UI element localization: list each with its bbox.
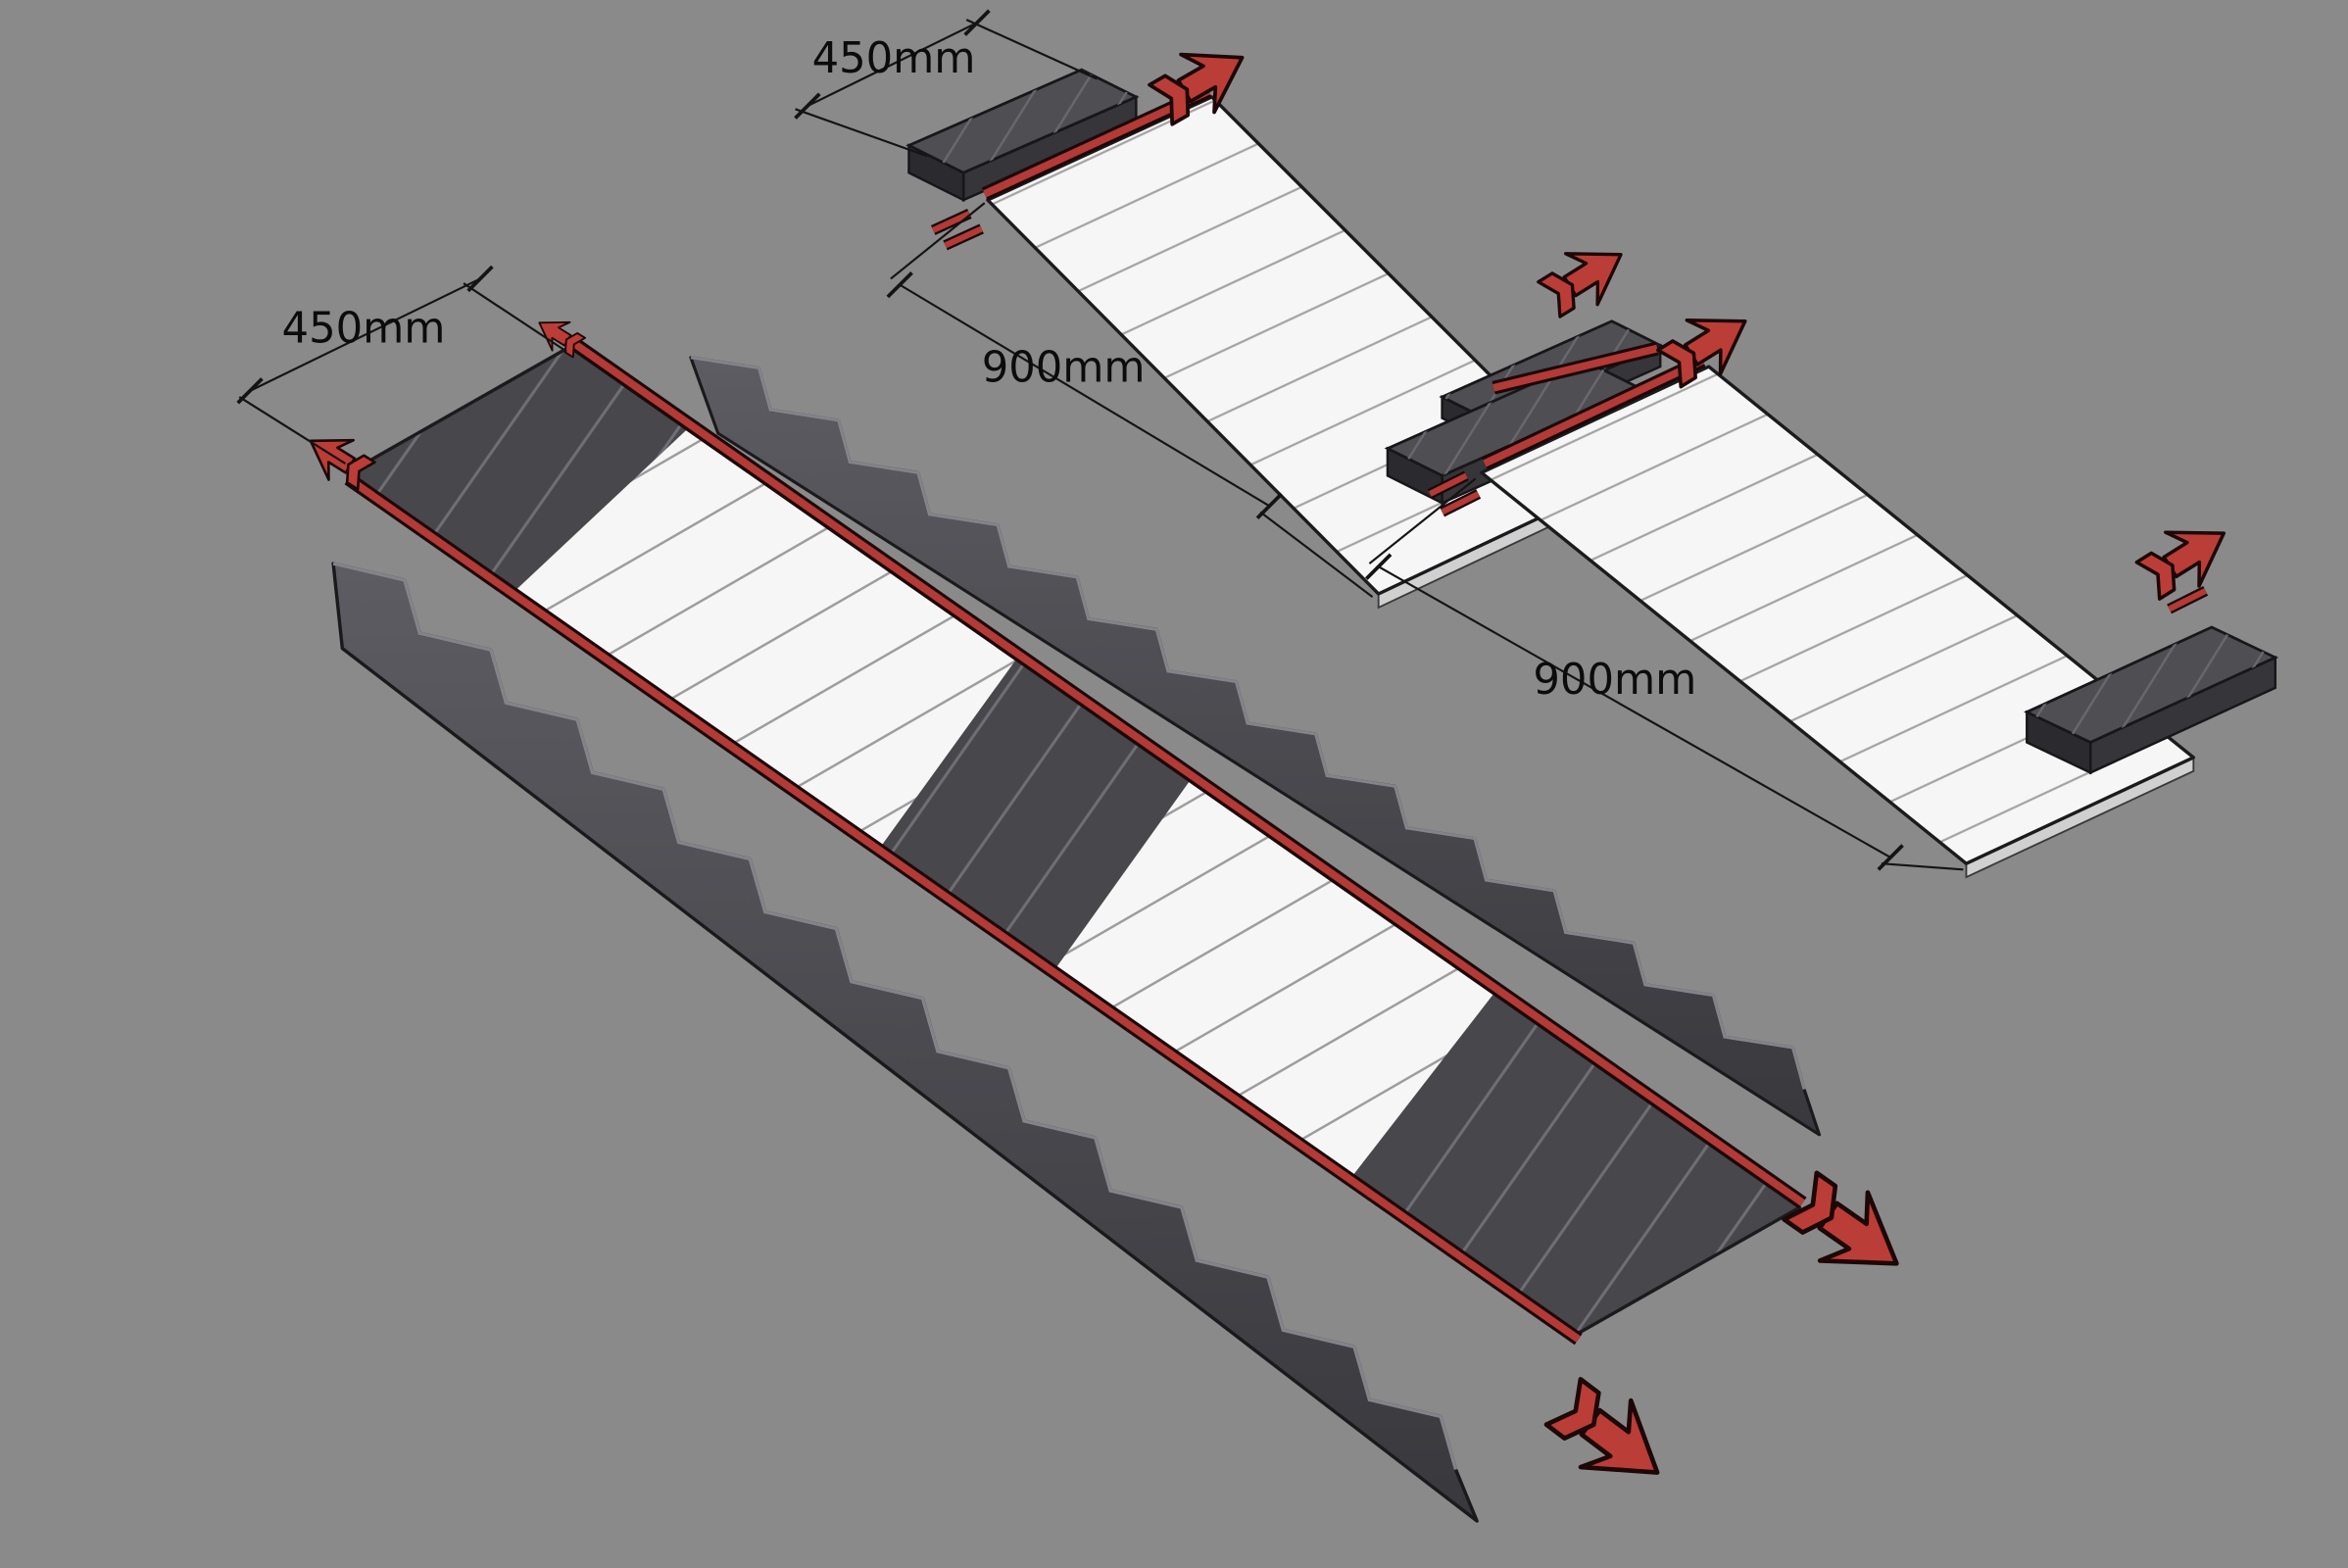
ramp-guide-rails bbox=[344, 336, 1807, 1346]
landing-slab-upper bbox=[905, 68, 1140, 203]
dimension-450mm-left: 450mm bbox=[235, 265, 567, 465]
dim-label-450-left: 450mm bbox=[282, 304, 446, 353]
dimension-900mm-upper: 900mm bbox=[885, 202, 1374, 598]
stair-stringer-upper bbox=[689, 356, 1822, 1137]
dim-label-450-upper: 450mm bbox=[812, 34, 976, 83]
ramp-dark-section-bottom-hatch bbox=[1352, 994, 1800, 1334]
landing-slab-bottom-right bbox=[2024, 625, 2279, 775]
rail-middle-panel bbox=[1427, 341, 2209, 614]
dimension-450mm-upper: 450mm bbox=[793, 8, 1098, 158]
dim-label-900-right: 900mm bbox=[1533, 656, 1696, 705]
dimension-900mm-right: 900mm bbox=[1364, 477, 1964, 872]
ramp-dark-section-middle-hatch bbox=[881, 659, 1190, 968]
middle-ramp-assembly bbox=[1384, 227, 2279, 879]
stringer-lower-step-edge bbox=[332, 562, 1458, 1470]
ramp-assembly-main bbox=[296, 307, 1920, 1506]
stringer-upper-step-edge bbox=[690, 356, 1806, 1090]
ramp-dark-section-top-hatch bbox=[348, 347, 688, 590]
stair-stringer-lower bbox=[331, 562, 1479, 1523]
rail-upper-panel bbox=[930, 84, 1212, 251]
dim-label-900-upper: 900mm bbox=[982, 344, 1146, 393]
ramp-panel-middle bbox=[1480, 365, 2196, 879]
